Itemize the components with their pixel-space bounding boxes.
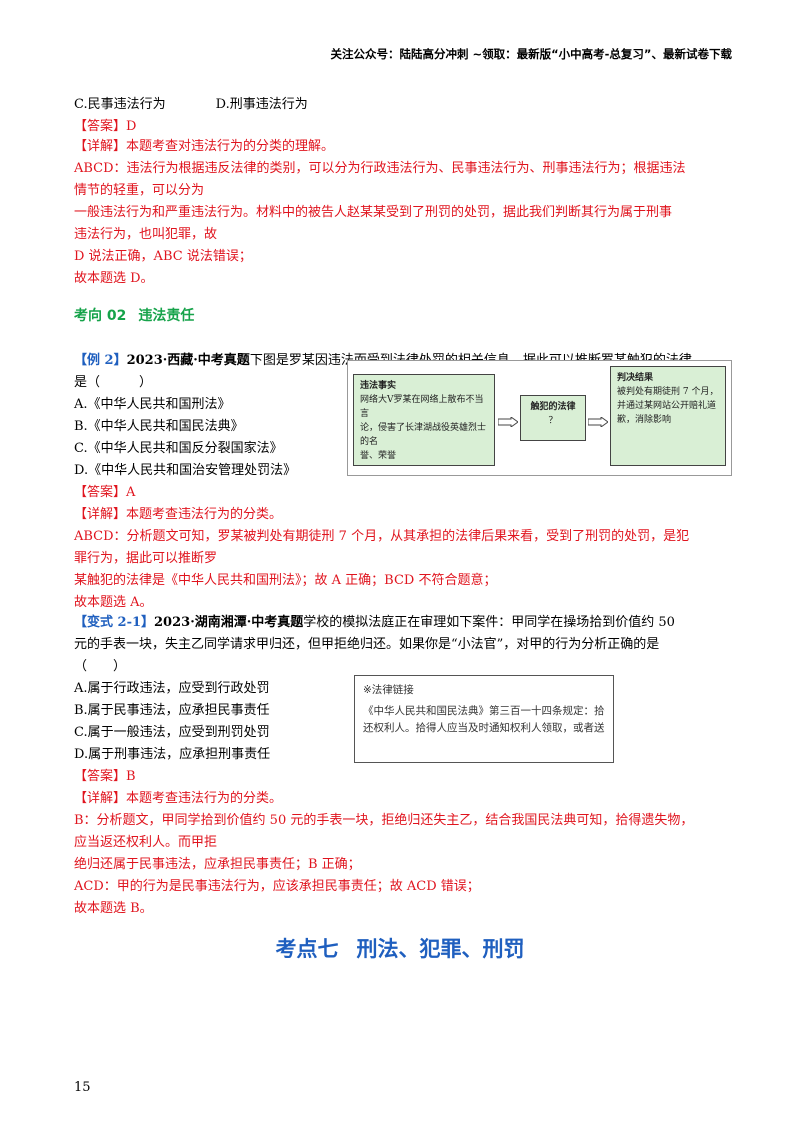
- q3-option-d: D.属于刑事违法，应承担刑事责任: [74, 747, 271, 762]
- flow-box-facts-line: 网络大V罗某在网络上散布不当言: [360, 395, 484, 419]
- flow-box-verdict-line: 并通过某网站公开赔礼道: [617, 401, 717, 411]
- question-source: 2023·西藏·中考真题: [126, 353, 250, 368]
- flow-box-verdict-title: 判决结果: [617, 373, 654, 383]
- detail-intro-text: 本题考查违法行为的分类。: [126, 507, 283, 522]
- q3-detail-intro: 【详解】本题考查违法行为的分类。: [74, 790, 282, 808]
- q2-detail-line: 罪行为，据此可以推断罗: [74, 551, 218, 566]
- q3-detail-line: B：分析题文，甲同学拾到价值约 50 元的手表一块，拒绝归还失主乙，结合我国民法…: [74, 813, 694, 828]
- q2-detail-line: 某触犯的法律是《中华人民共和国刑法》；故 A 正确；BCD 不符合题意；: [74, 573, 497, 588]
- section-heading: 考向 02 违法责任: [74, 305, 194, 325]
- q2-answer: 【答案】A: [74, 484, 135, 502]
- flow-box-law: 触犯的法律 ？: [520, 395, 586, 441]
- law-link-line: 《中华人民共和国民法典》第三百一十四条规定：拾得遗失物，应当返: [363, 705, 605, 717]
- detail-intro-text: 本题考查违法行为的分类。: [126, 791, 283, 806]
- q3-detail-line: 故本题选 B。: [74, 901, 153, 916]
- answer-value: A: [126, 485, 136, 500]
- flow-box-facts-line: 誉、荣誉: [360, 451, 397, 461]
- q3-stem-line3: （ ）: [74, 659, 127, 674]
- q3-detail-line: ACD：甲的行为是民事违法行为，应该承担民事责任；故 ACD 错误；: [74, 879, 480, 894]
- q3-option-a: A.属于行政违法，应受到行政处罚: [74, 681, 270, 696]
- flow-box-law-title: 触犯的法律: [530, 402, 576, 412]
- flow-box-facts: 违法事实 网络大V罗某在网络上散布不当言 论，侵害了长津湖战役英雄烈士的名 誉、…: [353, 374, 495, 466]
- flow-box-facts-title: 违法事实: [360, 381, 397, 391]
- q1-answer: 【答案】D: [74, 118, 136, 136]
- answer-value: B: [126, 769, 136, 784]
- q1-detail-intro: 【详解】本题考查对违法行为的分类的理解。: [74, 138, 334, 156]
- q1-detail-line: 故本题选 D。: [74, 271, 154, 286]
- question-tag: 【变式 2-1】: [74, 615, 155, 630]
- flow-box-verdict-line: 歉，消除影响: [617, 415, 672, 425]
- page-header: 关注公众号：陆陆高分冲刺 ~领取：最新版“小中高考-总复习”、最新试卷下载: [330, 47, 732, 61]
- page-number: 15: [74, 1080, 91, 1095]
- detail-tag: 【详解】: [74, 139, 127, 154]
- q2-detail-line: ABCD：分析题文可知，罗某被判处有期徒刑 7 个月，从其承担的法律后果来看，受…: [74, 529, 690, 544]
- answer-tag: 【答案】: [74, 119, 127, 134]
- topic-heading: 考点七刑法、犯罪、刑罚: [0, 933, 800, 963]
- q2-stem-line2: 是（ ）: [74, 375, 153, 390]
- flow-box-facts-line: 论，侵害了长津湖战役英雄烈士的名: [360, 423, 487, 447]
- detail-tag: 【详解】: [74, 791, 127, 806]
- q2-option-a: A.《中华人民共和国刑法》: [74, 397, 231, 412]
- law-link-title: ※法律链接: [363, 684, 414, 696]
- q3-option-b: B.属于民事违法，应承担民事责任: [74, 703, 270, 718]
- section-title: 违法责任: [138, 308, 195, 324]
- flow-box-verdict: 判决结果 被判处有期徒刑 7 个月， 并通过某网站公开赔礼道 歉，消除影响: [610, 366, 726, 466]
- q2-option-b: B.《中华人民共和国民法典》: [74, 419, 244, 434]
- q2-detail-intro: 【详解】本题考查违法行为的分类。: [74, 506, 282, 524]
- q3-stem: 【变式 2-1】2023·湖南湘潭·中考真题学校的模拟法庭正在审理如下案件：甲同…: [74, 614, 675, 632]
- law-link-box: ※法律链接 《中华人民共和国民法典》第三百一十四条规定：拾得遗失物，应当返 还权…: [354, 675, 614, 763]
- q1-detail-line: 情节的轻重，可以分为: [74, 183, 205, 198]
- arrow-right-icon: [498, 417, 518, 427]
- q3-stem-line2: 元的手表一块，失主乙同学请求甲归还，但甲拒绝归还。如果你是“小法官”，对甲的行为…: [74, 637, 660, 652]
- q1-detail-line: 违法行为，也叫犯罪，故: [74, 227, 218, 242]
- law-link-line: 还权利人。拾得人应当及时通知权利人领取，或者送交公安等有关部门。: [363, 722, 605, 734]
- q3-detail-line: 应当返还权利人。而甲拒: [74, 835, 218, 850]
- arrow-right-icon: [588, 417, 608, 427]
- q1-detail-line: D 说法正确，ABC 说法错误；: [74, 249, 252, 264]
- q1-options-line: C.民事违法行为 D.刑事违法行为: [74, 96, 308, 114]
- answer-value: D: [126, 119, 137, 134]
- section-number: 考向 02: [74, 308, 127, 324]
- flow-box-law-mark: ？: [548, 416, 558, 426]
- flow-box-verdict-line: 被判处有期徒刑 7 个月，: [617, 387, 719, 397]
- topic-number: 考点七: [275, 937, 339, 961]
- q2-detail-line: 故本题选 A。: [74, 595, 153, 610]
- q3-answer: 【答案】B: [74, 768, 136, 786]
- detail-intro-text: 本题考查对违法行为的分类的理解。: [126, 139, 335, 154]
- q2-option-d: D.《中华人民共和国治安管理处罚法》: [74, 463, 297, 478]
- option-c: C.民事违法行为: [74, 97, 166, 112]
- option-d: D.刑事违法行为: [215, 97, 308, 112]
- topic-title: 刑法、犯罪、刑罚: [356, 937, 525, 961]
- question-tag: 【例 2】: [74, 353, 127, 368]
- answer-tag: 【答案】: [74, 769, 127, 784]
- q1-detail-line: 一般违法行为和严重违法行为。材料中的被告人赵某某受到了刑罚的处罚，据此我们判断其…: [74, 205, 673, 220]
- q1-detail-line: ABCD：违法行为根据违反法律的类别，可以分为行政违法行为、民事违法行为、刑事违…: [74, 161, 686, 176]
- detail-tag: 【详解】: [74, 507, 127, 522]
- q3-option-c: C.属于一般违法，应受到刑罚处罚: [74, 725, 270, 740]
- q3-detail-line: 绝归还属于民事违法，应承担民事责任；B 正确；: [74, 857, 361, 872]
- question-source: 2023·湖南湘潭·中考真题: [154, 615, 304, 630]
- answer-tag: 【答案】: [74, 485, 127, 500]
- stem-text: 学校的模拟法庭正在审理如下案件：甲同学在操场拾到价值约 50: [303, 615, 675, 630]
- q2-option-c: C.《中华人民共和国反分裂国家法》: [74, 441, 283, 456]
